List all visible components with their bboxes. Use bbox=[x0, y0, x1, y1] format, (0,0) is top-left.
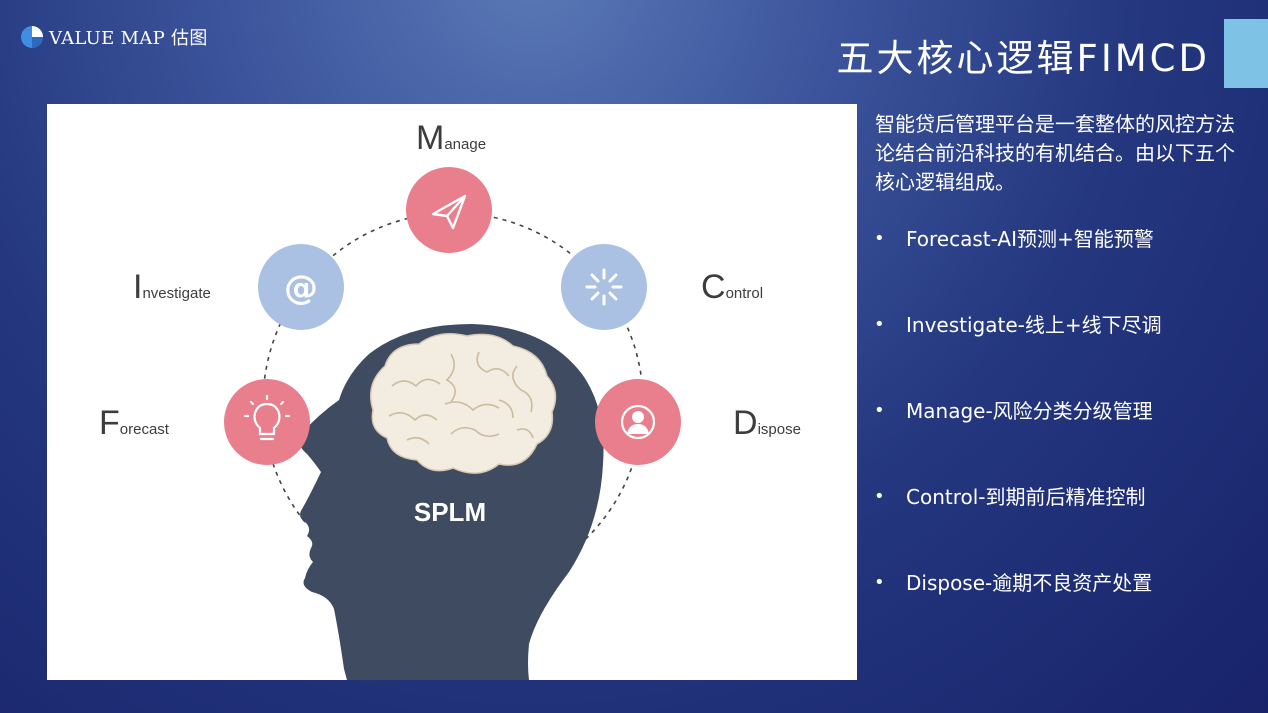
intro-paragraph: 智能贷后管理平台是一套整体的风控方法论结合前沿科技的有机结合。由以下五个核心逻辑… bbox=[875, 112, 1235, 194]
paper-plane-icon bbox=[431, 194, 467, 230]
bullet-marker: • bbox=[874, 314, 885, 335]
fimcd-diagram-panel: SPLM Manage @ Investigate bbox=[47, 104, 857, 680]
bullet-marker: • bbox=[874, 228, 885, 249]
title-accent-bar bbox=[1224, 19, 1268, 88]
fimcd-diagram: SPLM Manage @ Investigate bbox=[99, 119, 801, 680]
svg-text:Control: Control bbox=[701, 268, 763, 306]
node-investigate-label: nvestigate bbox=[142, 285, 210, 302]
page-title: 五大核心逻辑FIMCD bbox=[836, 37, 1210, 80]
node-investigate: @ Investigate bbox=[133, 244, 344, 330]
bullet-marker: • bbox=[874, 486, 885, 507]
bullet-text: Control-到期前后精准控制 bbox=[906, 485, 1146, 509]
bullet-item-forecast: • Forecast-AI预测+智能预警 bbox=[874, 222, 1162, 308]
node-dispose: Dispose bbox=[595, 379, 801, 465]
node-control-initial: C bbox=[701, 268, 726, 306]
bullet-item-dispose: • Dispose-逾期不良资产处置 bbox=[874, 566, 1162, 652]
node-forecast-label: orecast bbox=[120, 421, 170, 438]
node-dispose-label: ispose bbox=[758, 421, 801, 438]
at-sign-icon: @ bbox=[284, 268, 318, 308]
node-forecast: Forecast bbox=[99, 379, 310, 465]
node-manage: Manage bbox=[406, 119, 492, 253]
node-manage-initial: M bbox=[416, 119, 444, 157]
svg-text:Dispose: Dispose bbox=[733, 404, 801, 442]
node-control: Control bbox=[561, 244, 763, 330]
brand-logo: VALUE MAP 估图 bbox=[20, 24, 208, 50]
node-investigate-initial: I bbox=[133, 268, 142, 306]
brand-name: VALUE MAP 估图 bbox=[49, 28, 208, 49]
node-forecast-initial: F bbox=[99, 404, 120, 442]
svg-text:Manage: Manage bbox=[416, 119, 486, 157]
bullet-item-manage: • Manage-风险分类分级管理 bbox=[874, 394, 1162, 480]
lightbulb-icon bbox=[243, 394, 291, 441]
bullet-marker: • bbox=[874, 572, 885, 593]
bullet-text: Investigate-线上+线下尽调 bbox=[906, 313, 1162, 337]
node-dispose-initial: D bbox=[733, 404, 758, 442]
node-manage-label: anage bbox=[444, 136, 486, 153]
svg-text:Forecast: Forecast bbox=[99, 404, 170, 442]
user-avatar-icon bbox=[620, 404, 656, 440]
value-map-logo-icon bbox=[21, 26, 43, 48]
center-label: SPLM bbox=[414, 497, 486, 527]
brain-illustration bbox=[370, 333, 557, 474]
bullet-item-control: • Control-到期前后精准控制 bbox=[874, 480, 1162, 566]
node-control-label: ontrol bbox=[726, 285, 764, 302]
fimcd-bullet-list: • Forecast-AI预测+智能预警 • Investigate-线上+线下尽调… bbox=[874, 222, 1162, 652]
bullet-text: Forecast-AI预测+智能预警 bbox=[906, 227, 1154, 251]
loading-spinner-icon bbox=[585, 268, 623, 306]
bullet-text: Dispose-逾期不良资产处置 bbox=[906, 571, 1153, 595]
svg-text:Investigate: Investigate bbox=[133, 268, 211, 306]
bullet-marker: • bbox=[874, 400, 885, 421]
bullet-item-investigate: • Investigate-线上+线下尽调 bbox=[874, 308, 1162, 394]
bullet-text: Manage-风险分类分级管理 bbox=[906, 399, 1153, 423]
